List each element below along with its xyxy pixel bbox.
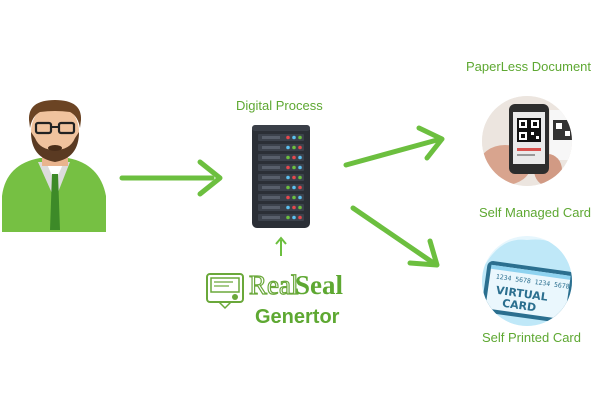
- arrow-generator-to-server: [275, 236, 287, 256]
- logo-word-seal: Seal: [295, 270, 344, 300]
- realseal-logo: Real Seal Genertor: [205, 268, 365, 338]
- virtual-card-image: [482, 236, 572, 326]
- arrow-server-to-card: [350, 205, 440, 268]
- arrow-person-to-server: [119, 159, 223, 197]
- label-paperless-document: PaperLess Document: [466, 59, 592, 74]
- label-self-printed-card: Self Printed Card: [482, 330, 581, 345]
- paperless-phone-image: [482, 96, 572, 186]
- seal-emblem-icon: [206, 273, 244, 310]
- server-leds: [286, 135, 302, 220]
- logo-subtitle: Genertor: [255, 306, 340, 328]
- label-digital-process: Digital Process: [236, 98, 323, 113]
- logo-word-real: Real: [248, 269, 299, 300]
- server-rack-icon: [252, 125, 310, 228]
- arrow-server-to-paperless: [343, 125, 445, 168]
- label-self-managed-card: Self Managed Card: [479, 205, 592, 220]
- person-avatar: [2, 100, 106, 232]
- card-line2: CARD: [501, 297, 537, 315]
- server-units: [258, 134, 304, 221]
